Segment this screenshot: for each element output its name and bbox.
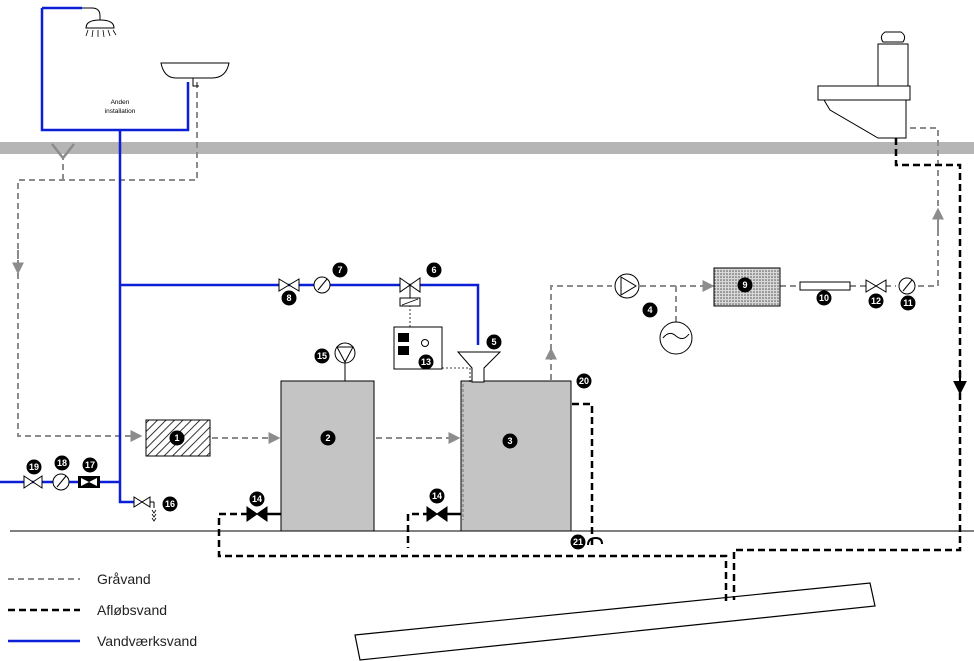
tank-2 <box>280 380 375 532</box>
marker-label-17: 17 <box>85 460 95 470</box>
marker-11: 11 <box>900 295 916 311</box>
marker-19: 19 <box>26 459 42 475</box>
pump-icon-4 <box>614 273 640 299</box>
marker-label-4: 4 <box>647 305 652 315</box>
marker-label-11: 11 <box>903 298 913 308</box>
marker-21: 21 <box>570 534 586 550</box>
tap-icon-16 <box>133 496 157 522</box>
marker-label-14: 14 <box>252 494 262 504</box>
tank-3 <box>460 380 572 532</box>
waste-water-lines <box>217 138 962 603</box>
marker-label-8: 8 <box>286 293 291 303</box>
marker-label-20: 20 <box>579 376 589 386</box>
check-valve-icon-17 <box>78 476 100 488</box>
meter-icon-18 <box>52 473 70 491</box>
sewer-pipe <box>354 582 876 661</box>
marker-label-6: 6 <box>431 265 436 275</box>
marker-label-13: 13 <box>421 357 431 367</box>
marker-label-10: 10 <box>819 293 829 303</box>
valve-icon-14b <box>426 506 461 522</box>
upper-floor-slab <box>0 142 974 154</box>
marker-label-19: 19 <box>29 462 39 472</box>
meter-icon-11 <box>898 277 916 295</box>
marker-6: 6 <box>426 262 442 278</box>
marker-label-5: 5 <box>491 337 496 347</box>
control-box-icon-13 <box>393 304 471 384</box>
marker-5: 5 <box>486 334 502 350</box>
marker-label-3: 3 <box>507 436 512 446</box>
marker-4: 4 <box>642 302 658 318</box>
marker-label-2: 2 <box>325 433 330 443</box>
marker-label-18: 18 <box>57 458 67 468</box>
anden-label-1: Anden <box>111 99 130 106</box>
marker-9: 9 <box>737 277 753 293</box>
legend-label-waste-water: Afløbsvand <box>97 602 167 618</box>
mains-water-lines <box>0 6 480 504</box>
marker-10: 10 <box>816 290 832 306</box>
marker-label-21: 21 <box>573 537 583 547</box>
valve-icon-19 <box>23 475 43 489</box>
expansion-vessel-icon <box>659 321 693 355</box>
marker-label-14: 14 <box>432 491 442 501</box>
marker-label-1: 1 <box>174 433 179 443</box>
anden-label-2: installation <box>105 108 136 115</box>
solenoid-valve-icon-6 <box>399 277 421 307</box>
legend-label-grey-water: Gråvand <box>97 571 151 587</box>
marker-15: 15 <box>314 348 330 364</box>
trap-icon-21 <box>587 536 603 546</box>
pump-icon-15 <box>334 342 356 364</box>
meter-icon-7 <box>313 276 331 294</box>
marker-label-12: 12 <box>871 296 881 306</box>
toilet-icon <box>817 31 911 139</box>
marker-2: 2 <box>320 430 336 446</box>
marker-20: 20 <box>576 373 592 389</box>
funnel-icon-5 <box>456 351 502 383</box>
valve-icon-8 <box>278 278 300 292</box>
marker-1: 1 <box>169 430 185 446</box>
pipe-element-10 <box>799 281 851 291</box>
marker-14: 14 <box>249 491 265 507</box>
marker-16: 16 <box>162 496 178 512</box>
marker-13: 13 <box>418 354 434 370</box>
sink-icon <box>160 62 230 87</box>
marker-18: 18 <box>54 455 70 471</box>
marker-label-9: 9 <box>742 280 747 290</box>
marker-12: 12 <box>868 293 884 309</box>
floor-drain-icon <box>51 143 75 159</box>
marker-14: 14 <box>429 488 445 504</box>
marker-label-15: 15 <box>317 351 327 361</box>
marker-label-7: 7 <box>337 265 342 275</box>
valve-icon-14a <box>246 506 281 522</box>
valve-icon-12 <box>865 279 887 293</box>
marker-3: 3 <box>502 433 518 449</box>
marker-label-16: 16 <box>165 499 175 509</box>
marker-7: 7 <box>332 262 348 278</box>
marker-17: 17 <box>82 457 98 473</box>
legend-label-mains-water: Vandværksvand <box>97 633 197 649</box>
shower-head-icon <box>82 7 117 38</box>
marker-8: 8 <box>281 290 297 306</box>
legend: Gråvand Afløbsvand Vandværksvand <box>8 571 197 649</box>
